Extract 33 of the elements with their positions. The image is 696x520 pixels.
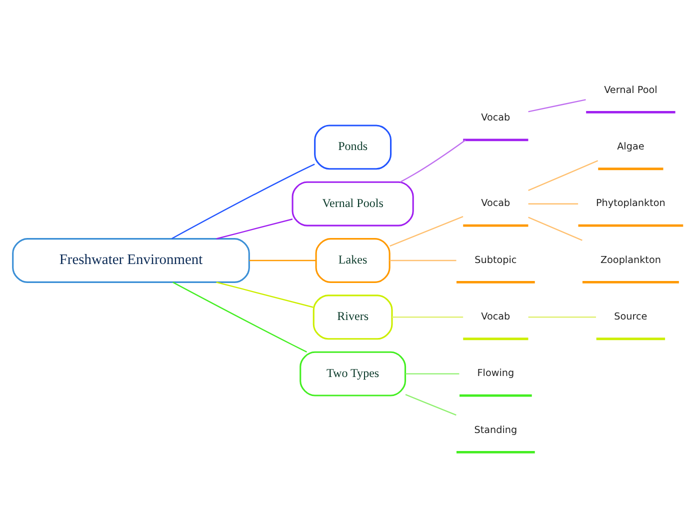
node-text: Algae: [617, 140, 644, 152]
connector: [406, 372, 460, 374]
connector: [528, 216, 582, 240]
connector: [171, 163, 315, 239]
connector: [405, 394, 456, 416]
connector: [528, 98, 586, 112]
connector: [528, 316, 596, 318]
connector: [392, 316, 464, 318]
node-text: Subtopic: [474, 254, 517, 266]
node-box: Rivers: [312, 294, 393, 340]
node-text: Vocab: [481, 198, 510, 209]
node-text: Vocab: [481, 112, 510, 124]
node-text: Zooplankton: [600, 254, 661, 266]
node-box: Two Types: [300, 350, 406, 396]
node-text: Vernal Pool: [604, 84, 658, 96]
connector: [172, 281, 307, 352]
node-text: Source: [614, 310, 648, 322]
node-box: Freshwater Environment: [12, 238, 250, 282]
node-text: Phytoplankton: [596, 198, 666, 209]
node-text: Flowing: [477, 368, 514, 379]
node-box: Ponds: [314, 124, 392, 170]
connector: [528, 160, 598, 190]
node-box: Lakes: [315, 238, 390, 282]
connector: [216, 281, 314, 308]
connector: [216, 218, 293, 239]
connector: [249, 259, 316, 261]
connector: [390, 215, 464, 246]
node-text: Vocab: [481, 310, 510, 322]
node-box: Vernal Pools: [292, 180, 414, 226]
node-text: Standing: [474, 424, 518, 436]
connector: [400, 139, 466, 182]
connector: [390, 259, 456, 261]
connector: [528, 202, 578, 204]
